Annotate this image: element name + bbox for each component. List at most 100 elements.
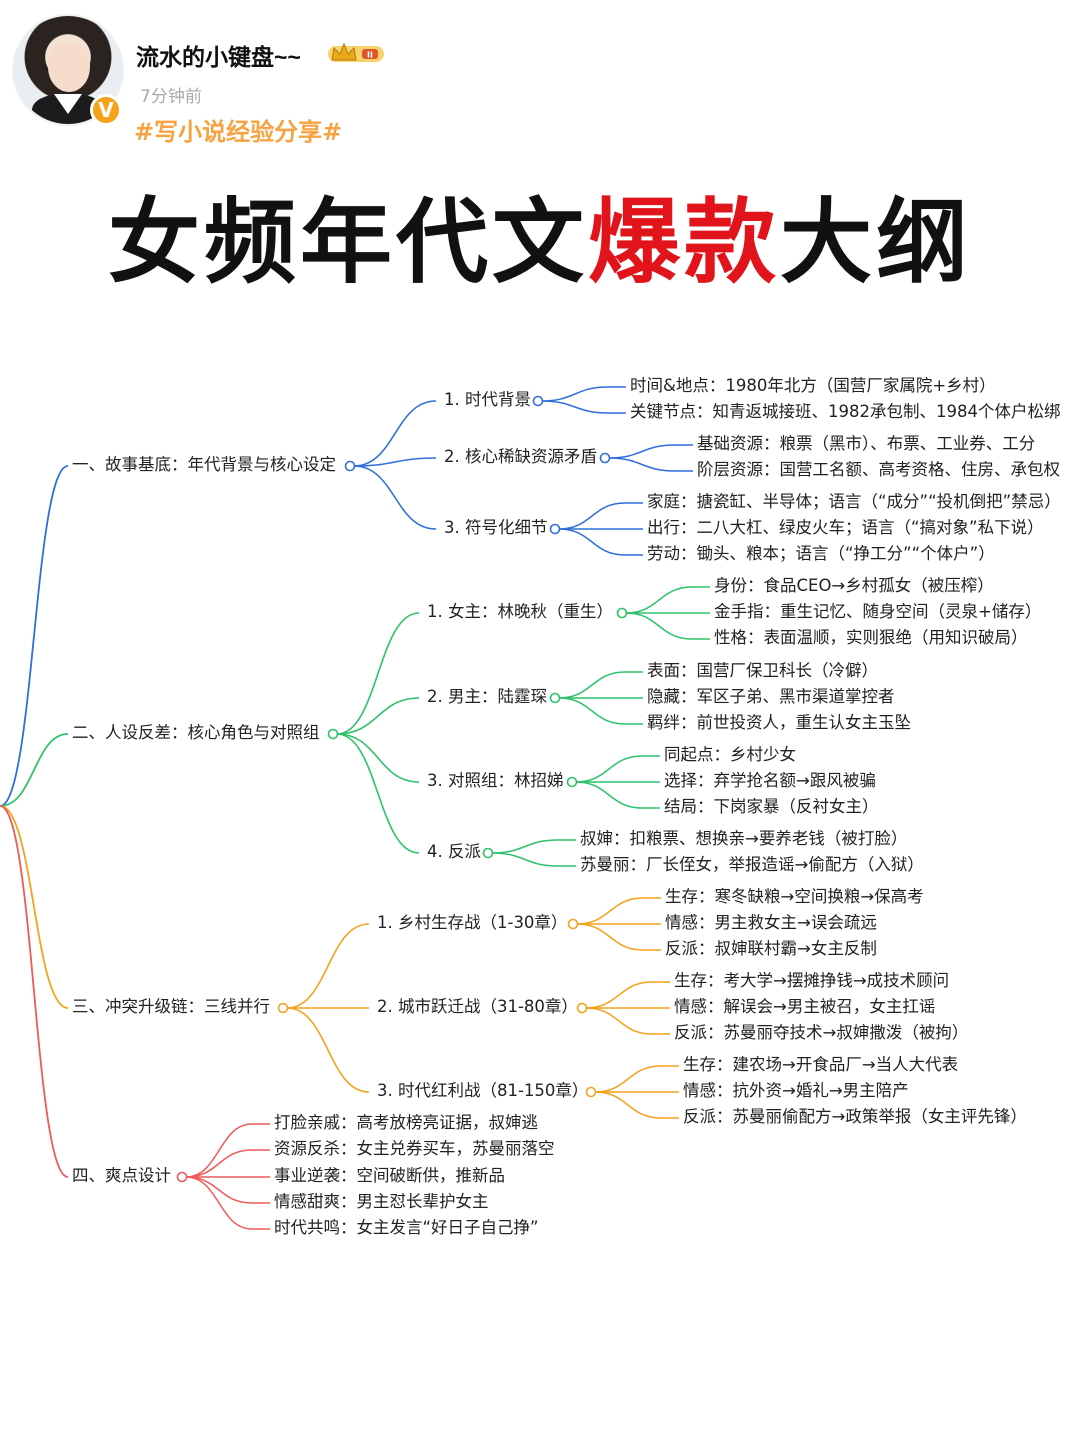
leaf-branch-line (541, 400, 609, 414)
leaf-node: 叔婶：扣粮票、想换亲→要养老钱（被打脸） (580, 829, 908, 848)
topic-node: 3. 对照组：林招娣 (427, 771, 564, 790)
leaf-branch-line (558, 697, 626, 725)
leaf-node: 反派：苏曼丽偷配方→政策举报（女主评先锋） (683, 1107, 1027, 1126)
section-branch-line (0, 465, 69, 807)
leaf-node: 反派：苏曼丽夺技术→叔婶撒泼（被拘） (674, 1023, 969, 1042)
leaf-branch-line (575, 755, 643, 783)
topic-collapse-toggle[interactable] (532, 395, 544, 407)
topic-branch-line (286, 1007, 370, 1093)
leaf-node: 选择：弃学抢名额→跟风被骗 (664, 771, 876, 790)
section-branch-line (0, 733, 69, 807)
leaf-node: 生存：考大学→摆摊挣钱→成技术顾问 (674, 971, 950, 990)
section-branch-line (0, 805, 69, 1178)
topic-collapse-toggle[interactable] (566, 776, 578, 788)
leaf-branch-line (185, 1149, 253, 1178)
title-part1: 女频年代文 (107, 189, 588, 296)
leaf-node: 金手指：重生记忆、随身空间（灵泉+储存） (714, 602, 1042, 621)
topic-node: 4. 反派 (427, 842, 481, 861)
section-node: 四、爽点设计 (72, 1166, 171, 1185)
leaf-node: 基础资源：粮票（黑市）、布票、工业券、工分 (697, 434, 1036, 453)
section-collapse-toggle[interactable] (327, 728, 339, 740)
topic-collapse-toggle[interactable] (599, 452, 611, 464)
leaf-branch-line (576, 897, 644, 925)
leaf-branch-line (491, 852, 559, 867)
leaf-branch-line (594, 1091, 662, 1119)
topic-node: 3. 符号化细节 (444, 518, 548, 537)
topic-branch-line (336, 612, 420, 735)
leaf-node: 打脸亲戚：高考放榜亮证据，叔婶逃 (274, 1113, 538, 1132)
leaf-branch-line (185, 1176, 253, 1204)
leaf-branch-line (491, 839, 559, 854)
topic-node: 2. 男主：陆霆琛 (427, 687, 547, 706)
section-collapse-toggle[interactable] (176, 1171, 188, 1183)
title-part3: 大纲 (780, 189, 973, 296)
topic-branch-line (286, 923, 370, 1009)
topic-branch-line (353, 457, 437, 467)
leaf-node: 时代共鸣：女主发言“好日子自己挣” (274, 1218, 539, 1237)
leaf-node: 家庭：搪瓷缸、半导体；语言（“成分”“投机倒把”禁忌） (647, 492, 1061, 511)
topic-collapse-toggle[interactable] (482, 847, 494, 859)
username[interactable]: 流水的小键盘~~ (136, 44, 301, 70)
leaf-branch-line (594, 1065, 662, 1093)
hashtag-link[interactable]: #写小说经验分享# (134, 118, 343, 146)
title-highlight: 爆款 (587, 189, 780, 296)
section-collapse-toggle[interactable] (277, 1002, 289, 1014)
leaf-node: 隐藏：军区子弟、黑市渠道掌控者 (647, 687, 895, 706)
leaf-node: 同起点：乡村少女 (664, 745, 796, 764)
topic-branch-line (353, 400, 437, 467)
crown-badge-icon: II (328, 42, 384, 62)
topic-collapse-toggle[interactable] (567, 918, 579, 930)
leaf-node: 反派：叔婶联村霸→女主反制 (665, 939, 877, 958)
topic-node: 1. 时代背景 (444, 390, 531, 409)
verified-icon: V (90, 94, 122, 126)
topic-node: 1. 女主：林晚秋（重生） (427, 602, 613, 621)
leaf-branch-line (558, 502, 626, 530)
leaf-node: 性格：表面温顺，实则狠绝（用知识破局） (714, 628, 1028, 647)
topic-node: 2. 城市跃迁战（31-80章） (377, 997, 578, 1016)
leaf-node: 资源反杀：女主兑券买车，苏曼丽落空 (274, 1139, 555, 1158)
leaf-node: 苏曼丽：厂长侄女，举报造谣→偷配方（入狱） (580, 855, 924, 874)
leaf-node: 表面：国营厂保卫科长（冷僻） (647, 661, 878, 680)
post-time: 7分钟前 (140, 87, 202, 107)
leaf-branch-line (585, 1007, 653, 1035)
leaf-node: 情感：抗外资→婚礼→男主陪产 (683, 1081, 909, 1100)
topic-branch-line (353, 465, 437, 530)
leaf-node: 事业逆袭：空间破断供，推新品 (274, 1166, 505, 1185)
leaf-branch-line (185, 1123, 253, 1178)
leaf-node: 阶层资源：国营工名额、高考资格、住房、承包权 (697, 460, 1060, 479)
leaf-branch-line (558, 671, 626, 699)
topic-branch-line (336, 733, 420, 783)
topic-node: 1. 乡村生存战（1-30章） (377, 913, 568, 932)
leaf-branch-line (608, 457, 676, 472)
leaf-branch-line (541, 386, 609, 402)
leaf-branch-line (625, 586, 693, 614)
page-title: 女频年代文爆款大纲 (0, 168, 1080, 301)
leaf-branch-line (575, 781, 643, 809)
topic-node: 3. 时代红利战（81-150章） (377, 1081, 589, 1100)
section-collapse-toggle[interactable] (344, 460, 356, 472)
topic-collapse-toggle[interactable] (616, 607, 628, 619)
leaf-node: 情感：解误会→男主被召，女主扛谣 (674, 997, 936, 1016)
leaf-node: 时间&地点：1980年北方（国营厂家属院+乡村） (630, 376, 996, 395)
leaf-node: 出行：二八大杠、绿皮火车；语言（“搞对象”私下说） (647, 518, 1044, 537)
section-node: 二、人设反差：核心角色与对照组 (72, 723, 320, 742)
topic-node: 2. 核心稀缺资源矛盾 (444, 447, 597, 466)
leaf-node: 情感甜爽：男主怼长辈护女主 (274, 1192, 489, 1211)
section-branch-line (0, 805, 69, 1009)
leaf-branch-line (558, 528, 626, 556)
topic-branch-line (336, 733, 420, 854)
leaf-node: 情感：男主救女主→误会疏远 (665, 913, 877, 932)
topic-collapse-toggle[interactable] (549, 692, 561, 704)
leaf-node: 结局：下岗家暴（反衬女主） (664, 797, 879, 816)
leaf-node: 劳动：锄头、粮本；语言（“挣工分”“个体户”） (647, 544, 995, 563)
leaf-node: 生存：寒冬缺粮→空间换粮→保高考 (665, 887, 924, 906)
leaf-node: 身份：食品CEO→乡村孤女（被压榨） (714, 576, 994, 595)
leaf-node: 生存：建农场→开食品厂→当人大代表 (683, 1055, 959, 1074)
leaf-branch-line (185, 1176, 253, 1230)
topic-collapse-toggle[interactable] (576, 1002, 588, 1014)
avatar-face (48, 42, 90, 92)
section-node: 三、冲突升级链：三线并行 (72, 997, 270, 1016)
svg-text:II: II (367, 51, 373, 60)
topic-collapse-toggle[interactable] (549, 523, 561, 535)
